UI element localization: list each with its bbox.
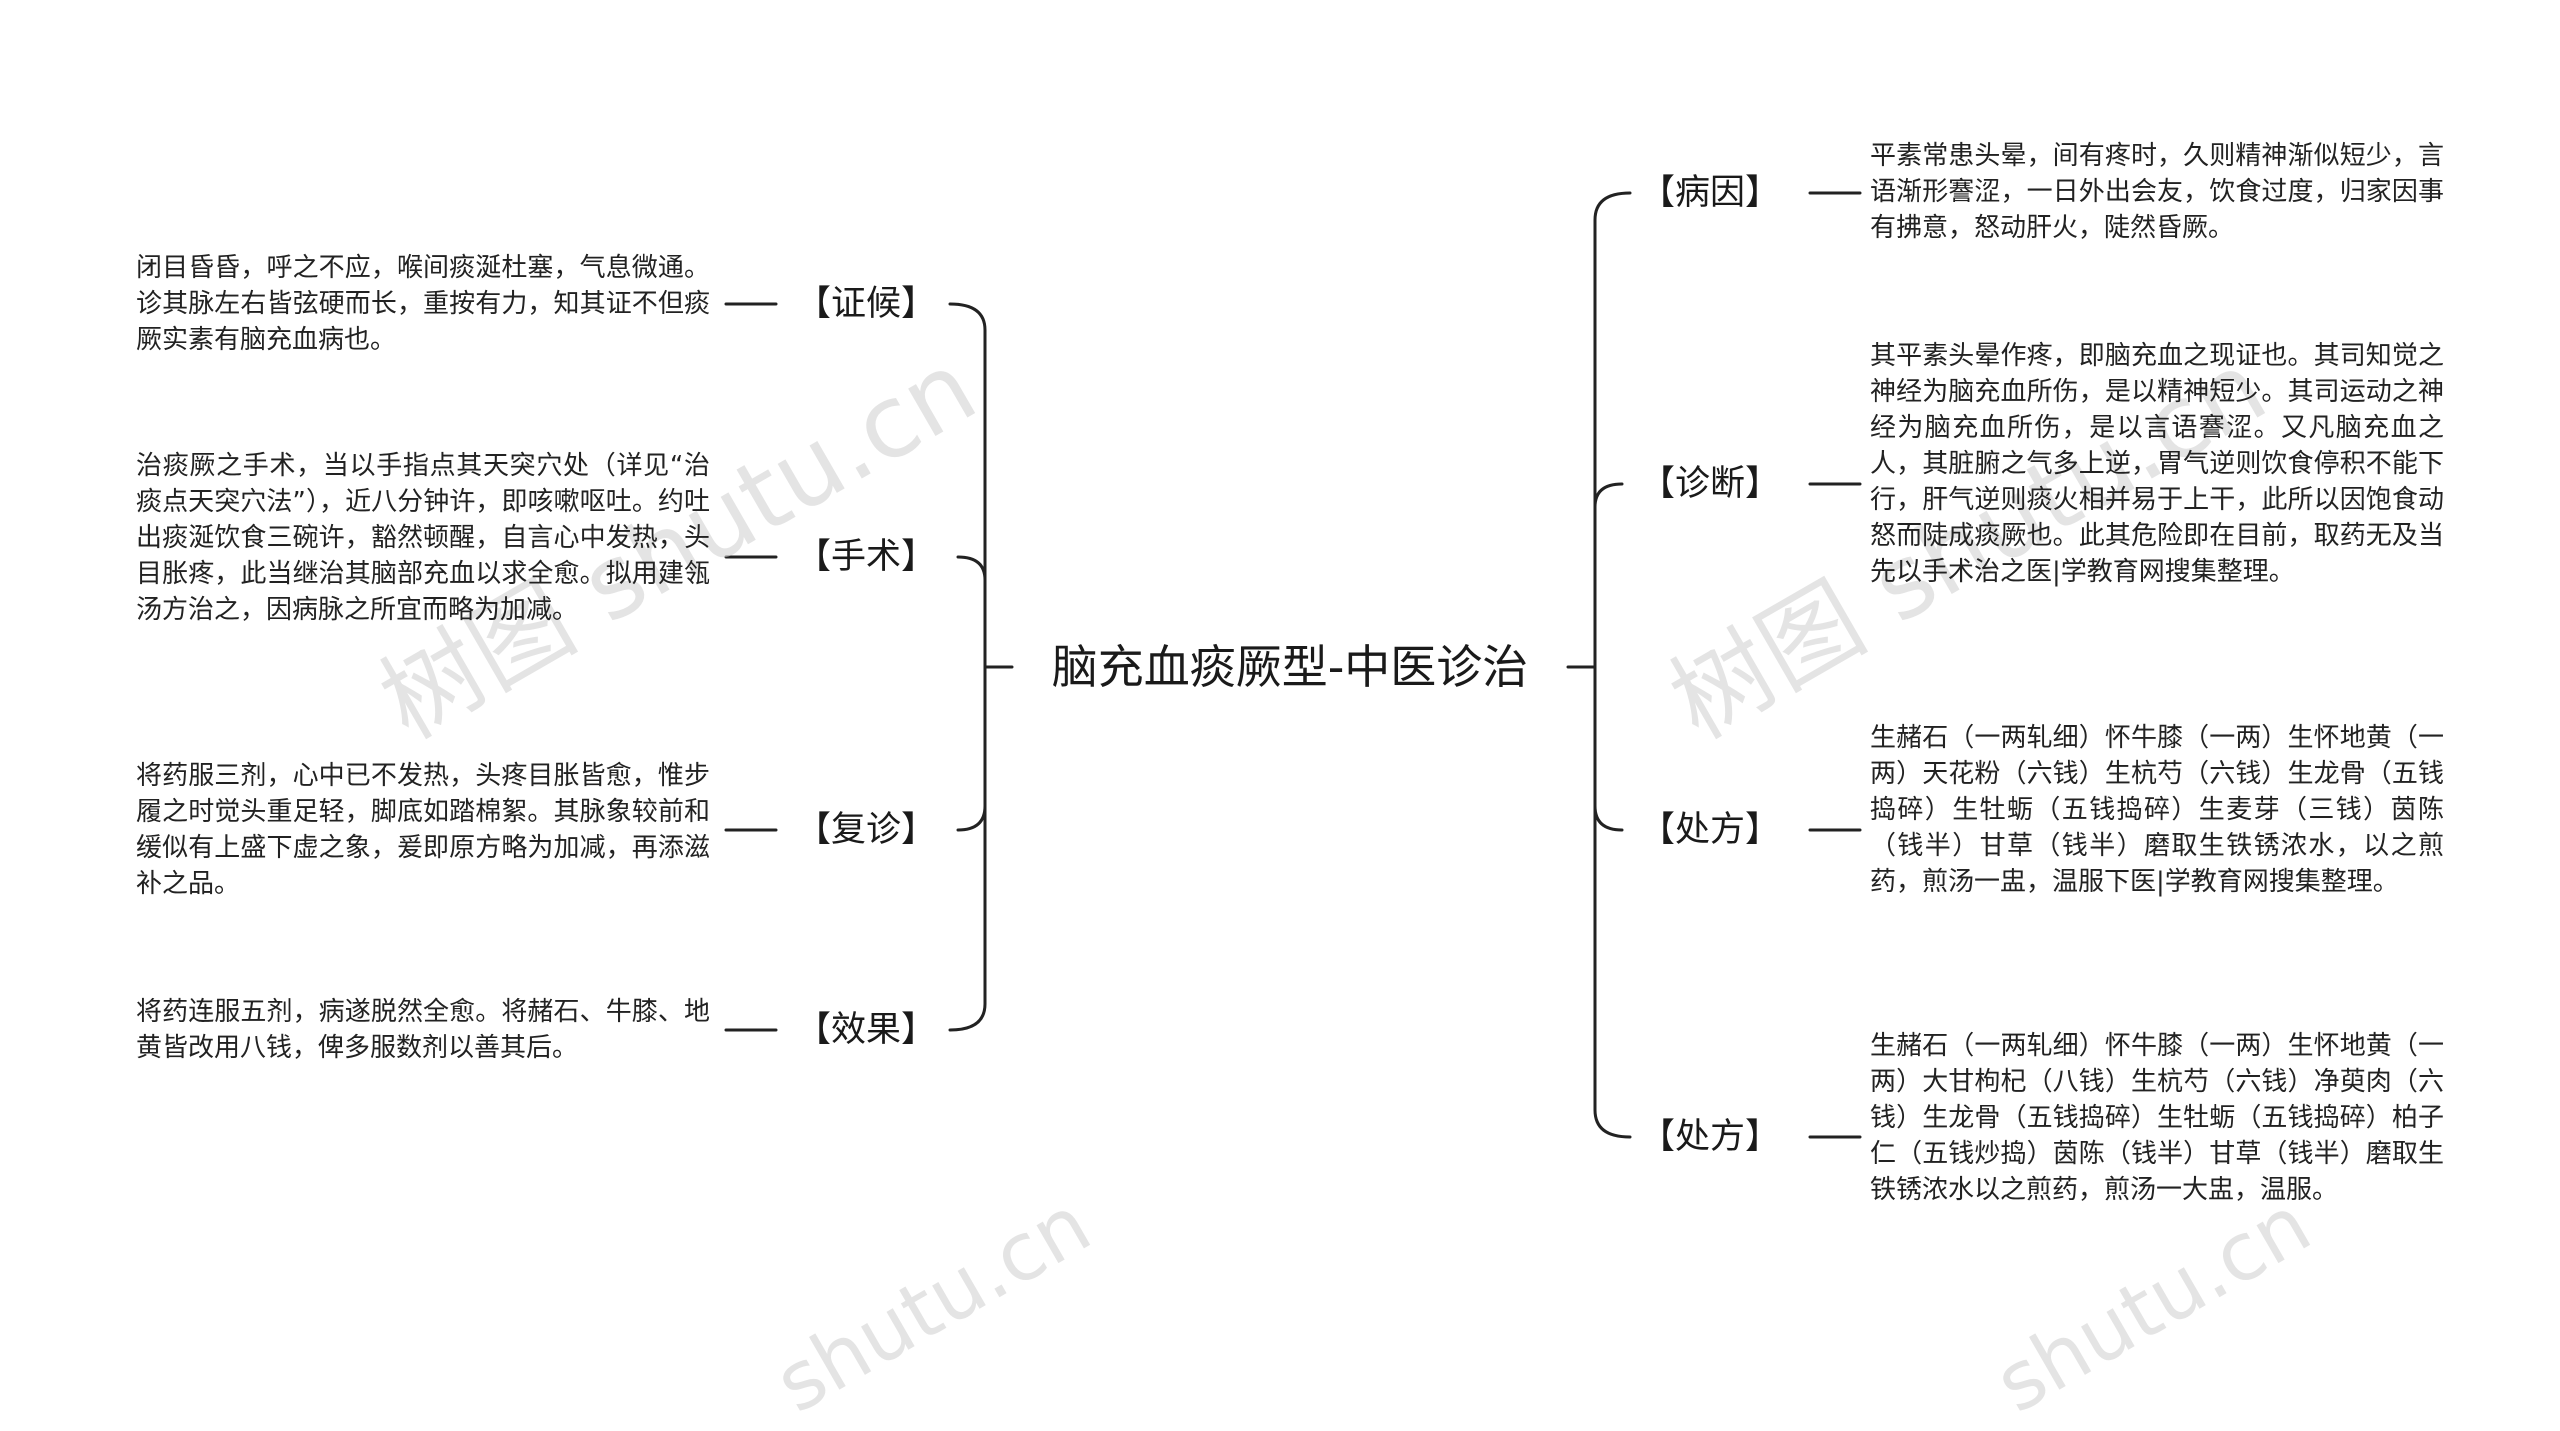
- central-topic[interactable]: 脑充血痰厥型-中医诊治: [1051, 640, 1529, 694]
- leaf-text-zhenduan[interactable]: 其平素头晕作疼，即脑充血之现证也。其司知觉之神经为脑充血所伤，是以精神短少。其司…: [1870, 341, 2444, 587]
- left-bracket-tick-3: [956, 804, 987, 832]
- branch-label-zhenduan[interactable]: 【诊断】: [1640, 464, 1781, 504]
- branch-label-xiaoguo[interactable]: 【效果】: [796, 1010, 937, 1050]
- branch-label-chufang-2[interactable]: 【处方】: [1640, 1117, 1781, 1157]
- leaf-text-zhenghou[interactable]: 闭目昏昏，呼之不应，喉间痰涎杜塞，气息微通。诊其脉左右皆弦硬而长，重按有力，知其…: [136, 253, 710, 355]
- leaf-text-bingyin[interactable]: 平素常患头晕，间有疼时，久则精神渐似短少，言语渐形謇涩，一日外出会友，饮食过度，…: [1870, 141, 2444, 243]
- branch-label-fuzhen[interactable]: 【复诊】: [796, 810, 937, 850]
- right-bracket: [1593, 191, 1632, 1139]
- left-bracket: [948, 302, 987, 1032]
- branch-label-zhenghou[interactable]: 【证候】: [796, 284, 937, 324]
- mindmap-connectors: [724, 191, 1862, 1139]
- leaf-text-shoushu[interactable]: 治痰厥之手术，当以手指点其天突穴处（详见“治痰点天突穴法”），近八分钟许，即咳嗽…: [136, 451, 710, 625]
- branch-label-bingyin[interactable]: 【病因】: [1640, 173, 1781, 213]
- branch-label-shoushu[interactable]: 【手术】: [796, 537, 937, 577]
- leaf-text-chufang-2[interactable]: 生赭石（一两轧细）怀牛膝（一两）生怀地黄（一两）大甘枸杞（八钱）生杭芍（六钱）净…: [1870, 1031, 2444, 1205]
- leaf-text-fuzhen[interactable]: 将药服三剂，心中已不发热，头疼目胀皆愈，惟步履之时觉头重足轻，脚底如踏棉絮。其脉…: [136, 761, 710, 899]
- leaf-text-xiaoguo[interactable]: 将药连服五剂，病遂脱然全愈。将赭石、牛膝、地黄皆改用八钱，俾多服数剂以善其后。: [136, 997, 710, 1063]
- right-bracket-tick-2: [1593, 482, 1624, 509]
- branch-label-chufang-1[interactable]: 【处方】: [1640, 810, 1781, 850]
- left-bracket-tick-2: [956, 555, 987, 582]
- leaf-text-chufang-1[interactable]: 生赭石（一两轧细）怀牛膝（一两）生怀地黄（一两）天花粉（六钱）生杭芍（六钱）生龙…: [1870, 723, 2444, 897]
- right-bracket-tick-3: [1593, 804, 1624, 832]
